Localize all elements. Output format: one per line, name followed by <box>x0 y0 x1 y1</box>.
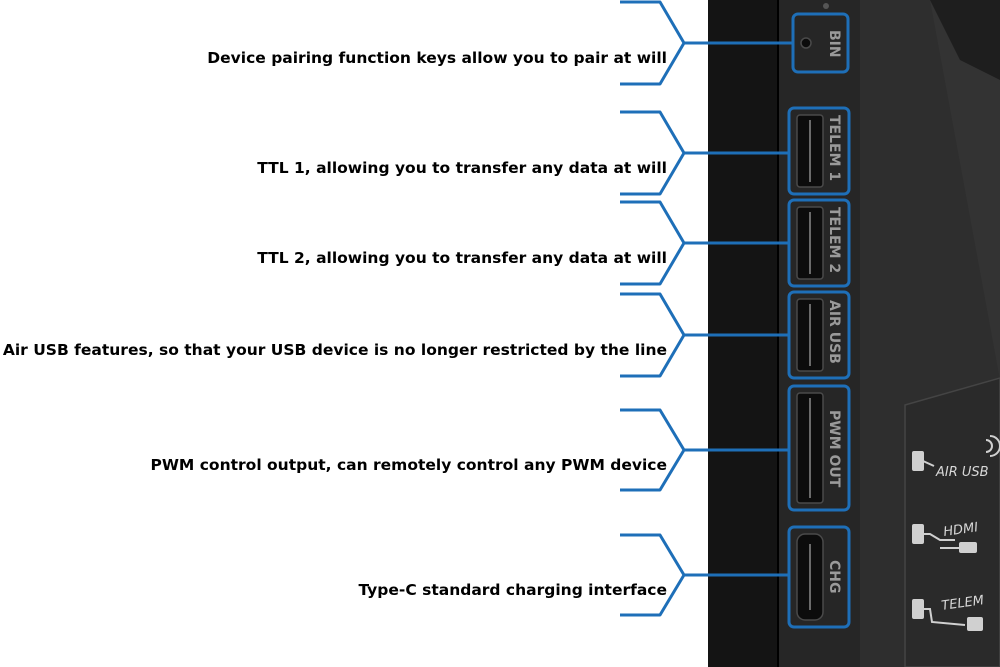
telem-plug-icon <box>912 599 983 631</box>
port-label-telem2: TELEM 2 <box>826 207 842 273</box>
chg-callout-bracket <box>620 533 686 617</box>
legend-label-hdmi: HDMI <box>942 520 979 540</box>
feature-telem2-description: TTL 2, allowing you to transfer any data… <box>257 249 667 267</box>
legend-label-airusb: AIR USB <box>935 465 989 480</box>
pairing-button <box>800 37 812 49</box>
pwmout-callout-bracket <box>620 408 686 492</box>
hdmi-plug-icon <box>912 524 977 553</box>
feature-chg-description: Type-C standard charging interface <box>358 581 667 599</box>
feature-telem1-description: TTL 1, allowing you to transfer any data… <box>257 159 667 177</box>
bin-callout-bracket <box>620 0 686 86</box>
port-label-bin: BIN <box>826 30 842 58</box>
pwmout-port-highlight <box>787 384 851 512</box>
chg-port-highlight <box>787 525 851 629</box>
port-label-chg: CHG <box>826 560 842 593</box>
port-label-airusb: AIR USB <box>826 300 842 364</box>
feature-pwmout-description: PWM control output, can remotely control… <box>150 456 667 474</box>
port-label-telem1: TELEM 1 <box>826 115 842 181</box>
feature-bin-description: Device pairing function keys allow you t… <box>207 49 667 67</box>
feature-airusb-description: Air USB features, so that your USB devic… <box>2 341 667 359</box>
telem2-callout-bracket <box>620 200 686 286</box>
port-label-pwmout: PWM OUT <box>826 410 842 488</box>
telem1-port-highlight <box>787 106 851 196</box>
telem1-callout-bracket <box>620 110 686 196</box>
usb-plug-icon <box>912 435 1000 471</box>
legend-label-telem: TELEM <box>940 593 984 614</box>
legend-panel <box>904 377 1000 667</box>
airusb-callout-bracket <box>620 292 686 378</box>
